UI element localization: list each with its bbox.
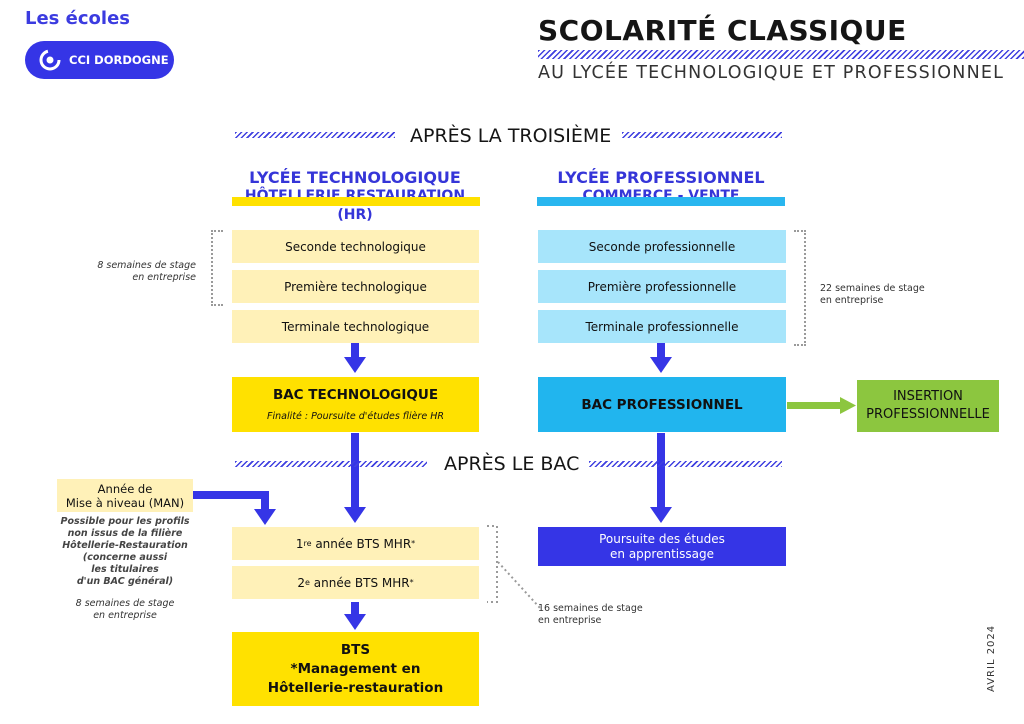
bts-year-2-sup: e	[305, 578, 310, 587]
bts-final-box: BTS *Management en Hôtellerie-restaurati…	[232, 632, 479, 706]
title-underline	[538, 50, 1024, 59]
pro-step-terminale: Terminale professionnelle	[538, 310, 786, 343]
tech-bac-title: BAC TECHNOLOGIQUE	[272, 387, 439, 403]
pro-bac-box: BAC PROFESSIONNEL	[538, 377, 786, 432]
man-box: Année de Mise à niveau (MAN)	[57, 479, 193, 512]
tech-internship-note: 8 semaines de stage en entreprise	[97, 260, 196, 283]
pro-heading-bar	[537, 197, 785, 206]
date-text: AVRIL 2024	[986, 624, 997, 692]
cci-logo-icon	[39, 49, 61, 71]
pro-internship-note: 22 semaines de stage en entreprise	[820, 283, 925, 306]
bts-final-line2: *Management en	[290, 660, 421, 677]
bts-internship-left-note: 8 semaines de stage en entreprise	[75, 598, 175, 621]
bts-year-1-sup: re	[303, 539, 312, 548]
tech-heading-bar	[232, 197, 480, 206]
pro-heading-line1: LYCÉE PROFESSIONNEL	[557, 168, 765, 187]
tech-internship-bracket	[211, 230, 223, 306]
bts-year-2-star: *	[409, 578, 414, 587]
cci-logo[interactable]: CCI DORDOGNE	[25, 41, 174, 79]
section-divider-right-2	[589, 461, 782, 467]
tech-step-seconde: Seconde technologique	[232, 230, 479, 263]
apprentice-box: Poursuite des études en apprentissage	[538, 527, 786, 566]
tech-bac-box: BAC TECHNOLOGIQUE Finalité : Poursuite d…	[232, 377, 479, 432]
date-label: AVRIL 2024	[986, 624, 1000, 706]
bts-final-line3: Hôtellerie-restauration	[267, 679, 444, 696]
bts-year-1-num: 1	[295, 536, 304, 551]
tech-heading-line1: LYCÉE TECHNOLOGIQUE	[249, 168, 461, 187]
bts-year-2-num: 2	[297, 575, 306, 590]
bts-internship-right-note: 16 semaines de stage en entreprise	[538, 603, 643, 626]
page-subtitle: AU LYCÉE TECHNOLOGIQUE ET PROFESSIONNEL	[538, 63, 1005, 83]
logo-text: CCI DORDOGNE	[69, 53, 169, 67]
tech-step-terminale: Terminale technologique	[232, 310, 479, 343]
insertion-box: INSERTION PROFESSIONNELLE	[857, 380, 999, 432]
section-divider-left-2	[235, 461, 427, 467]
pro-step-premiere: Première professionnelle	[538, 270, 786, 303]
bts-year-2-label: année BTS MHR	[309, 575, 410, 590]
schools-label: Les écoles	[25, 8, 130, 29]
bts-year-1-star: *	[411, 539, 416, 548]
section-divider-left	[235, 132, 395, 138]
pro-internship-bracket	[794, 230, 806, 346]
man-note: Possible pour les profils non issus de l…	[60, 516, 190, 587]
bts-year-1-label: année BTS MHR	[311, 536, 412, 551]
tech-bac-note: Finalité : Poursuite d'études flière HR	[267, 411, 444, 422]
tech-step-premiere: Première technologique	[232, 270, 479, 303]
page-title: SCOLARITÉ CLASSIQUE	[538, 14, 907, 47]
section-after-third: APRÈS LA TROISIÈME	[410, 125, 612, 147]
section-divider-right	[622, 132, 782, 138]
section-after-bac: APRÈS LE BAC	[444, 453, 580, 475]
bts-final-line1: BTS	[340, 641, 371, 658]
pro-step-seconde: Seconde professionnelle	[538, 230, 786, 263]
